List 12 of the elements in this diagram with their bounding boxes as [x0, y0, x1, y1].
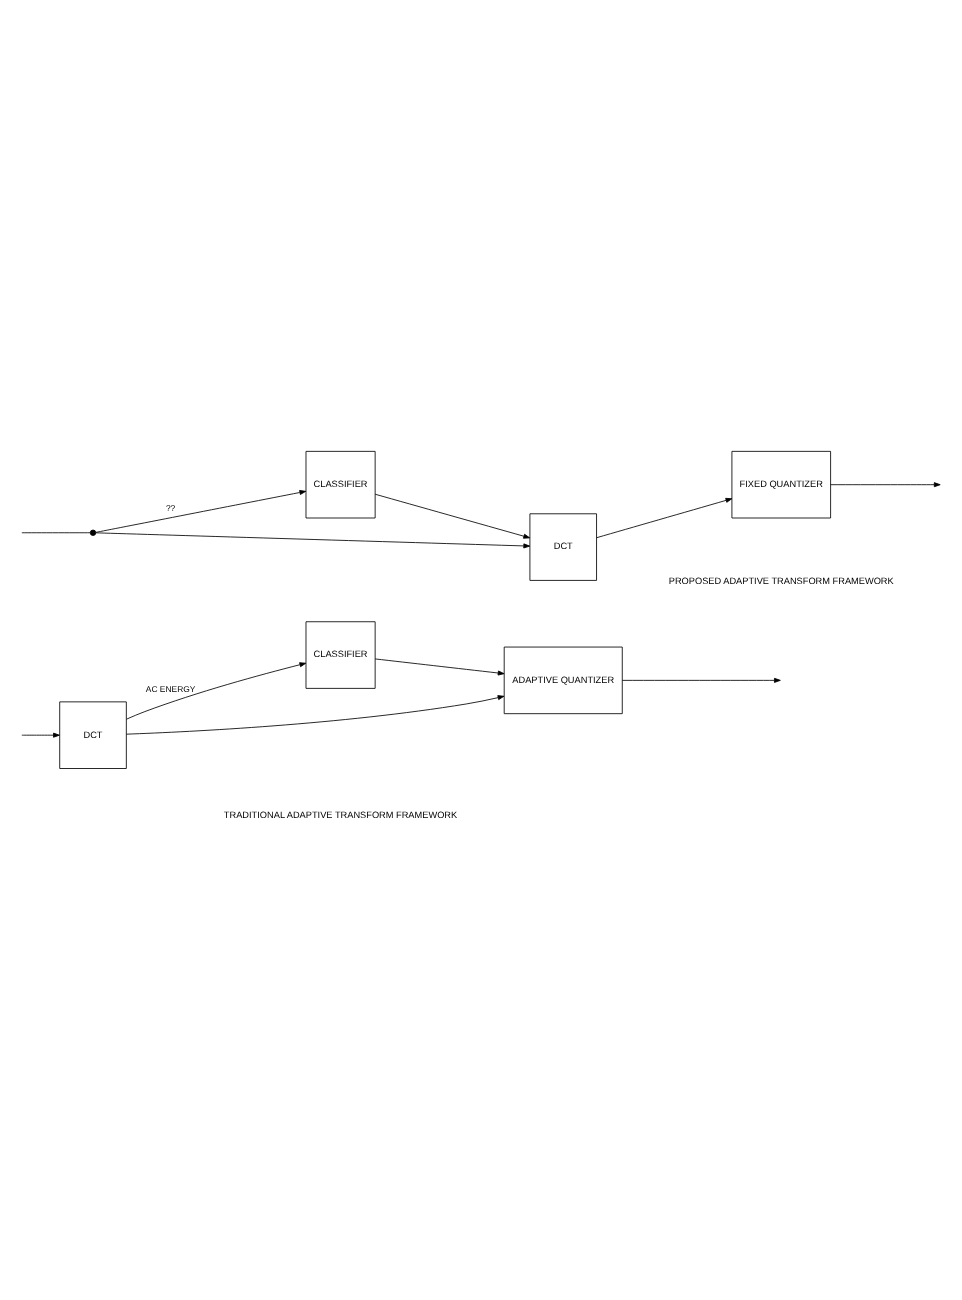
arrow [21, 732, 60, 738]
arrow [621, 677, 781, 683]
arrow [596, 497, 733, 539]
arrow [126, 695, 505, 735]
node-circle [89, 529, 97, 536]
connector [21, 532, 91, 534]
arrow [95, 532, 531, 549]
arrow [126, 662, 307, 720]
arrow [95, 490, 307, 533]
arrow [374, 658, 505, 676]
arrow [830, 482, 941, 488]
arrow [374, 493, 531, 539]
